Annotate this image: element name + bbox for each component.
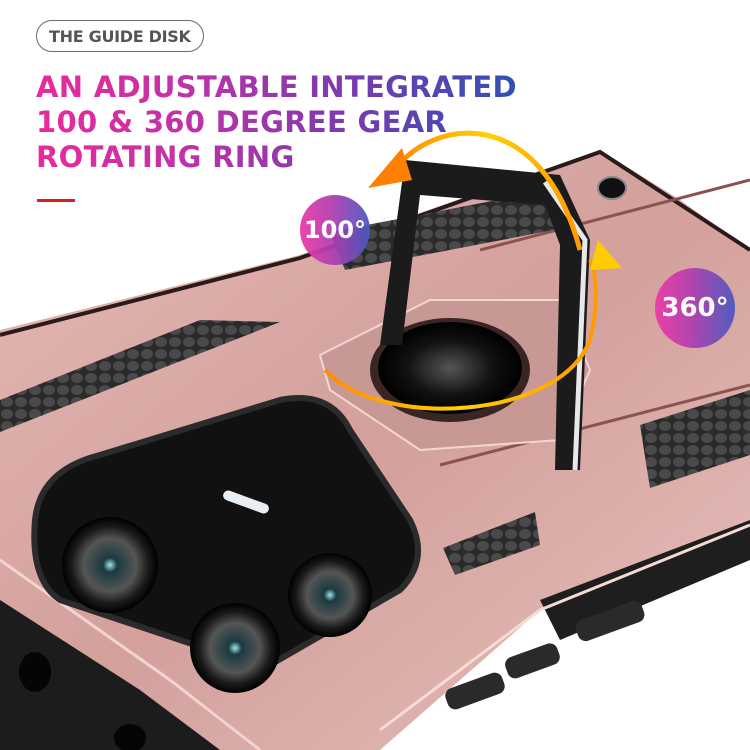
grip-strip-bottom <box>443 512 540 575</box>
camera-lens-right <box>288 553 372 637</box>
tilt-arrow-head <box>368 148 412 188</box>
camera-lens-main <box>62 517 158 613</box>
headline-line-1: AN ADJUSTABLE INTEGRATED <box>36 70 517 104</box>
grip-strip-left <box>0 320 280 432</box>
tilt-arrow <box>392 130 583 251</box>
guide-disk-tag: THE GUIDE DISK <box>36 20 204 52</box>
tilt-angle-badge: 100° <box>300 195 370 265</box>
grip-strip-top <box>330 188 580 270</box>
accent-divider <box>37 199 75 202</box>
rotate-arrow <box>323 259 598 411</box>
rotating-disk <box>378 322 522 414</box>
rotate-arrow-head <box>590 240 622 270</box>
rotation-angle-badge: 360° <box>655 268 735 348</box>
camera-lens-bottom <box>190 603 280 693</box>
headline-line-3: ROTATING RING <box>36 140 295 174</box>
grip-strip-right <box>640 390 750 488</box>
headline-line-2: 100 & 360 DEGREE GEAR <box>36 105 448 139</box>
headline: AN ADJUSTABLE INTEGRATED 100 & 360 DEGRE… <box>36 70 517 175</box>
